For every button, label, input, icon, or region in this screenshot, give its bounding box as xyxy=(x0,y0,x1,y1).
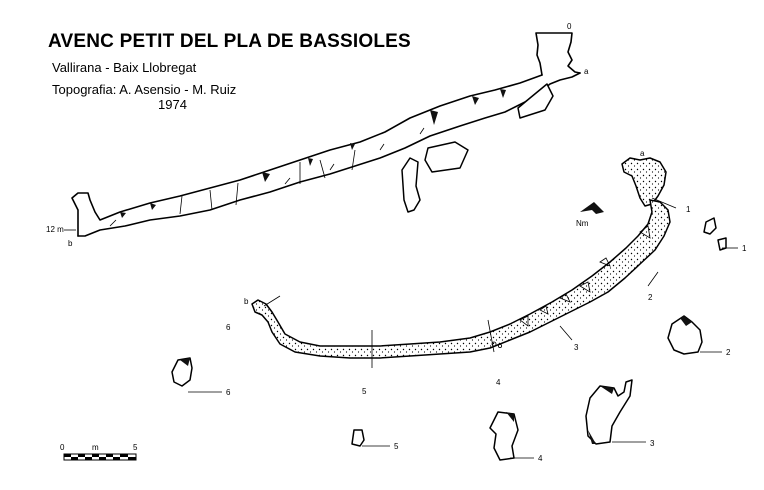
cross-section-3-label: 3 xyxy=(650,439,655,448)
plan-entrance xyxy=(621,157,667,207)
profile-point-top-label: 0 xyxy=(567,22,572,31)
plan-section-3: 3 xyxy=(574,343,579,352)
scale-label-start: 0 xyxy=(60,443,65,452)
profile-lower-wall xyxy=(77,72,581,237)
cross-section-6-label: 6 xyxy=(226,388,231,397)
profile-section: 0 a b 12 m xyxy=(46,22,589,248)
plan-section-4: 4 xyxy=(496,378,501,387)
profile-pendant-passage xyxy=(401,157,421,213)
plan-section-1: 1 xyxy=(686,205,691,214)
plan-view: Nm a b 1 2 3 4 5 6 xyxy=(226,149,691,396)
cross-section-4-label: 4 xyxy=(538,454,543,463)
profile-point-a-label: a xyxy=(584,67,589,76)
north-label: Nm xyxy=(576,219,589,228)
cross-section-4-shape xyxy=(489,411,519,461)
cross-section-3-shape xyxy=(585,379,633,445)
page-title: AVENC PETIT DEL PLA DE BASSIOLES xyxy=(48,31,411,52)
profile-chamber-lower xyxy=(517,83,554,119)
profile-point-b-label: b xyxy=(68,239,73,248)
profile-entrance-shaft xyxy=(535,32,581,76)
scale-label-end: 5 xyxy=(133,443,138,452)
cross-section-5-shape xyxy=(351,429,365,447)
profile-upper-wall xyxy=(71,74,543,237)
scale-bar: 0 m 5 xyxy=(60,443,138,461)
plan-point-b-label: b xyxy=(244,297,249,306)
plan-point-a-label: a xyxy=(640,149,645,158)
cross-section-5-label: 5 xyxy=(394,442,399,451)
cross-section-1-label: 1 xyxy=(742,244,747,253)
plan-section-6: 6 xyxy=(226,323,231,332)
profile-depth-label: 12 m xyxy=(46,225,64,234)
scale-label-unit: m xyxy=(92,443,99,452)
plan-section-2: 2 xyxy=(648,293,653,302)
cross-sections: 1 2 3 4 5 6 xyxy=(171,217,747,463)
plan-section-5: 5 xyxy=(362,387,367,396)
location-text: Vallirana - Baix Llobregat xyxy=(52,60,197,75)
cross-section-2-label: 2 xyxy=(726,348,731,357)
cross-section-6-shape xyxy=(171,357,193,387)
survey-year: 1974 xyxy=(158,97,187,112)
north-arrow-icon xyxy=(580,202,604,214)
profile-side-pocket xyxy=(424,141,469,173)
cross-section-1-shape xyxy=(703,217,717,235)
plan-main-gallery xyxy=(251,199,671,359)
survey-credit: Topografia: A. Asensio - M. Ruiz xyxy=(52,82,237,97)
